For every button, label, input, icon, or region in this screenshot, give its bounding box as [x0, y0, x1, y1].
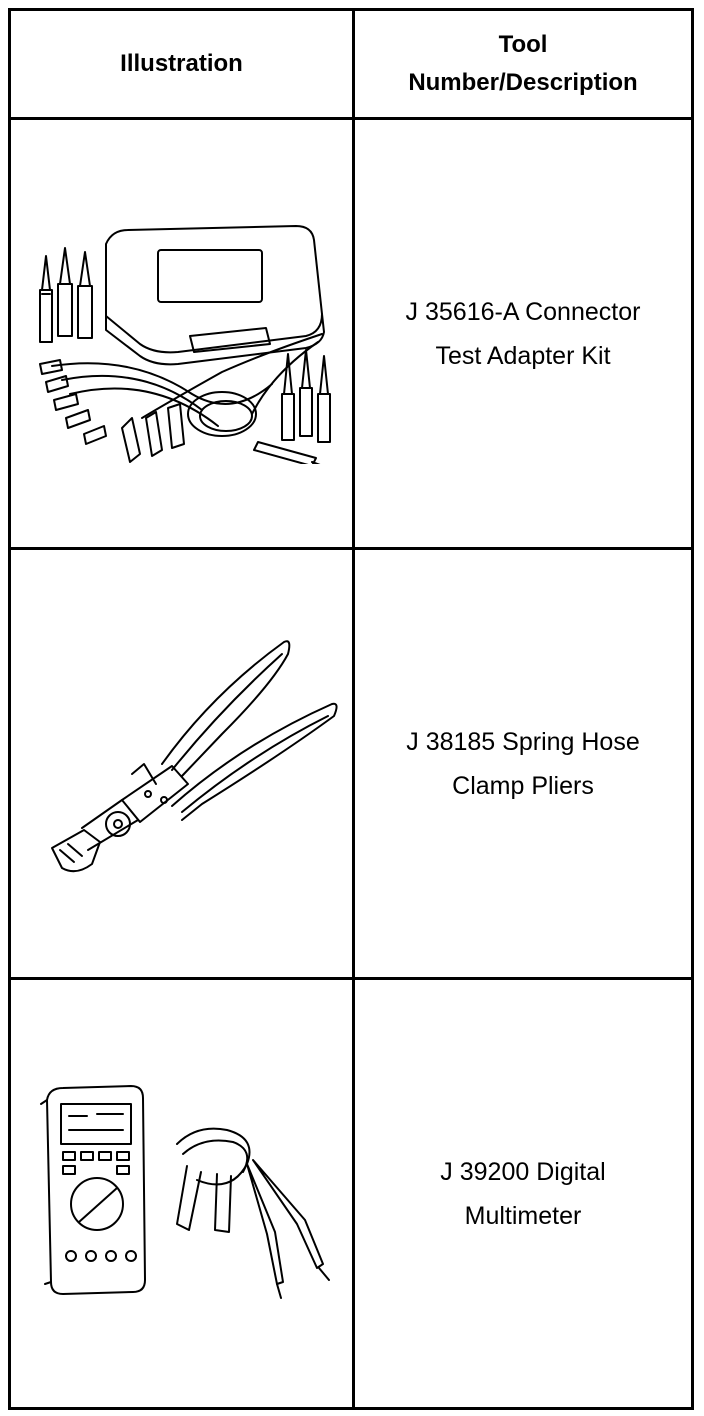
tools-table: Illustration Tool Number/Description — [8, 8, 694, 1410]
column-divider — [352, 11, 355, 1407]
illustration-cell — [11, 120, 352, 547]
header-divider — [11, 117, 691, 120]
header-illustration: Illustration — [11, 11, 352, 117]
header-illustration-label: Illustration — [120, 50, 243, 77]
description-cell: J 39200 Digital Multimeter — [355, 980, 691, 1407]
tool-description: J 39200 Digital Multimeter — [440, 1157, 606, 1230]
connector-test-adapter-kit-icon — [38, 224, 331, 464]
tool-description: J 35616-A Connector Test Adapter Kit — [405, 297, 641, 370]
description-cell: J 38185 Spring Hose Clamp Pliers — [355, 550, 691, 977]
illustration-cell — [11, 980, 352, 1407]
probe-icon — [38, 246, 93, 343]
header-tool: Tool Number/Description — [355, 11, 691, 117]
row-divider — [11, 977, 691, 980]
spring-hose-clamp-pliers-icon — [50, 639, 338, 872]
illustration-cell — [11, 550, 352, 977]
row-divider — [11, 547, 691, 550]
header-tool-line1: Tool — [498, 31, 548, 58]
tool-description: J 38185 Spring Hose Clamp Pliers — [406, 727, 640, 800]
description-cell: J 35616-A Connector Test Adapter Kit — [355, 120, 691, 547]
digital-multimeter-icon — [39, 1084, 330, 1299]
header-tool-line2: Number/Description — [408, 69, 638, 96]
